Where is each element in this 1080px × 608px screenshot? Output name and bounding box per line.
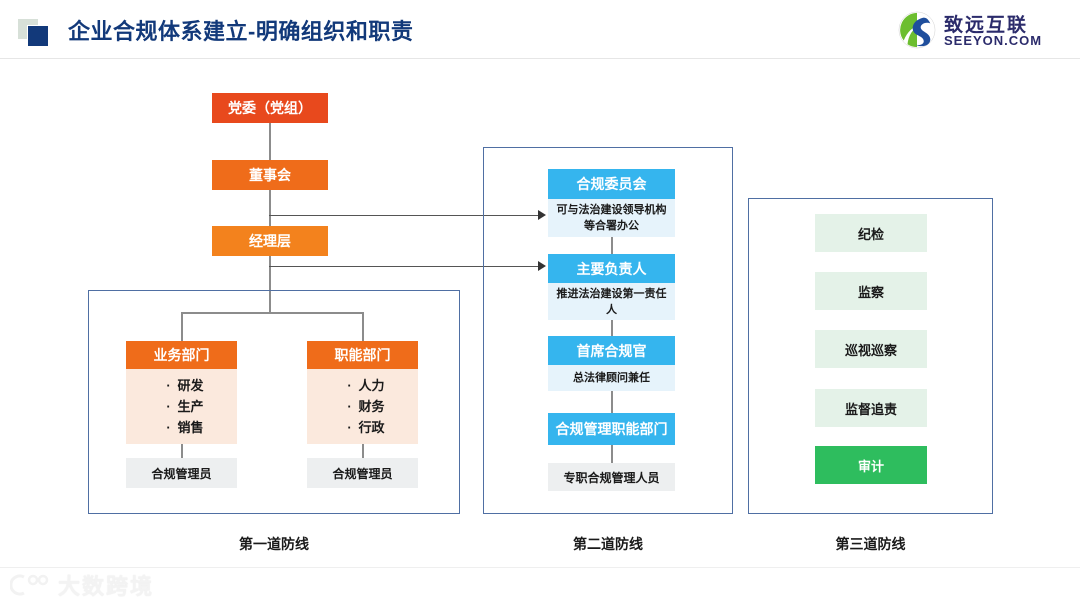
node-label: 监察	[857, 284, 884, 300]
node-compliance-committee[interactable]: 合规委员会	[548, 169, 675, 199]
caption-first-defense: 第一道防线	[239, 536, 309, 552]
functional-department-items: ·人力 ·财务 ·行政	[307, 369, 418, 444]
node-label: 董事会	[249, 167, 291, 183]
connector-branch-bar	[181, 312, 363, 314]
chief-compliance-officer-note: 总法律顾问兼任	[548, 365, 675, 391]
footer-divider	[0, 567, 1080, 568]
connector-party-to-board	[269, 123, 271, 160]
watermark-text: 大数跨境	[58, 574, 155, 599]
list-item: 人力	[358, 378, 385, 393]
node-functional-compliance-officer[interactable]: 合规管理员	[307, 458, 418, 488]
node-management-layer[interactable]: 经理层	[212, 226, 328, 256]
node-label: 审计	[857, 458, 884, 474]
node-chief-responsible-person[interactable]: 主要负责人	[548, 254, 675, 283]
node-supervision-accountability[interactable]: 监督追责	[815, 389, 927, 427]
logo-chinese-text: 致远互联	[944, 15, 1029, 36]
connector-branch-right	[362, 312, 364, 341]
second-defense-frame	[483, 147, 733, 514]
node-label: 纪检	[857, 226, 884, 242]
node-label: 经理层	[249, 233, 291, 249]
caption-third-defense: 第三道防线	[835, 536, 906, 552]
node-discipline-inspection[interactable]: 纪检	[815, 214, 927, 252]
page-header: 企业合规体系建立-明确组织和职责 致远互联 SEEYON.COM	[0, 0, 1080, 59]
list-item: 研发	[177, 378, 204, 393]
node-functional-department[interactable]: 职能部门	[307, 341, 418, 369]
double-square-icon	[18, 19, 58, 47]
list-item: 行政	[358, 420, 385, 435]
arrow-to-chief-responsible	[269, 266, 542, 268]
node-label: 合规管理职能部门	[555, 421, 668, 437]
node-party-committee[interactable]: 党委（党组）	[212, 93, 328, 123]
compliance-committee-note: 可与法治建设领导机构等合署办公	[548, 199, 675, 237]
note-text: 总法律顾问兼任	[573, 372, 650, 384]
connector-business-to-officer	[181, 444, 183, 458]
connector-officer-to-dept	[611, 391, 613, 413]
connector-dept-to-staff	[611, 445, 613, 463]
page-title: 企业合规体系建立-明确组织和职责	[68, 19, 414, 44]
node-label: 合规委员会	[576, 176, 647, 192]
node-board-of-directors[interactable]: 董事会	[212, 160, 328, 190]
connector-board-to-manager	[269, 190, 271, 226]
brand-logo: 致远互联 SEEYON.COM	[898, 8, 1058, 52]
circle-logo-icon	[10, 574, 49, 596]
node-inspection-tour[interactable]: 巡视巡察	[815, 330, 927, 368]
node-dedicated-compliance-staff[interactable]: 专职合规管理人员	[548, 463, 675, 491]
node-label: 首席合规官	[576, 342, 647, 359]
arrow-to-compliance-committee	[269, 215, 542, 217]
list-item: 销售	[177, 420, 204, 435]
watermark: 大数跨境	[10, 568, 154, 602]
connector-committee-to-responsible	[611, 237, 613, 254]
arrow-head-icon	[538, 210, 546, 220]
arrow-head-icon	[538, 261, 546, 271]
list-item: 财务	[358, 399, 385, 414]
node-chief-compliance-officer[interactable]: 首席合规官	[548, 336, 675, 365]
node-label: 监督追责	[844, 401, 897, 417]
node-business-department[interactable]: 业务部门	[126, 341, 237, 369]
node-label: 专职合规管理人员	[563, 470, 660, 485]
node-label: 合规管理员	[332, 466, 393, 481]
node-compliance-function-department[interactable]: 合规管理职能部门	[548, 413, 675, 445]
logo-english-text: SEEYON.COM	[944, 33, 1043, 48]
note-text: 可与法治建设领导机构等合署办公	[556, 204, 667, 232]
business-department-items: ·研发 ·生产 ·销售	[126, 369, 237, 444]
connector-branch-left	[181, 312, 183, 341]
node-label: 党委（党组）	[228, 100, 312, 116]
node-label: 巡视巡察	[844, 342, 897, 358]
first-defense-frame	[88, 290, 460, 514]
connector-responsible-to-officer	[611, 320, 613, 336]
node-business-compliance-officer[interactable]: 合规管理员	[126, 458, 237, 488]
node-label: 合规管理员	[151, 466, 212, 481]
node-label: 职能部门	[334, 347, 391, 363]
node-supervision[interactable]: 监察	[815, 272, 927, 310]
third-defense-frame	[748, 198, 993, 514]
chief-responsible-note: 推进法治建设第一责任人	[548, 283, 675, 320]
swirl-logo-icon	[898, 11, 936, 49]
node-label: 业务部门	[153, 347, 210, 363]
node-label: 主要负责人	[576, 260, 647, 277]
connector-manager-down	[269, 256, 271, 312]
list-item: 生产	[177, 399, 204, 414]
node-audit[interactable]: 审计	[815, 446, 927, 484]
connector-functional-to-officer	[362, 444, 364, 458]
caption-second-defense: 第二道防线	[573, 536, 643, 552]
note-text: 推进法治建设第一责任人	[556, 287, 667, 316]
